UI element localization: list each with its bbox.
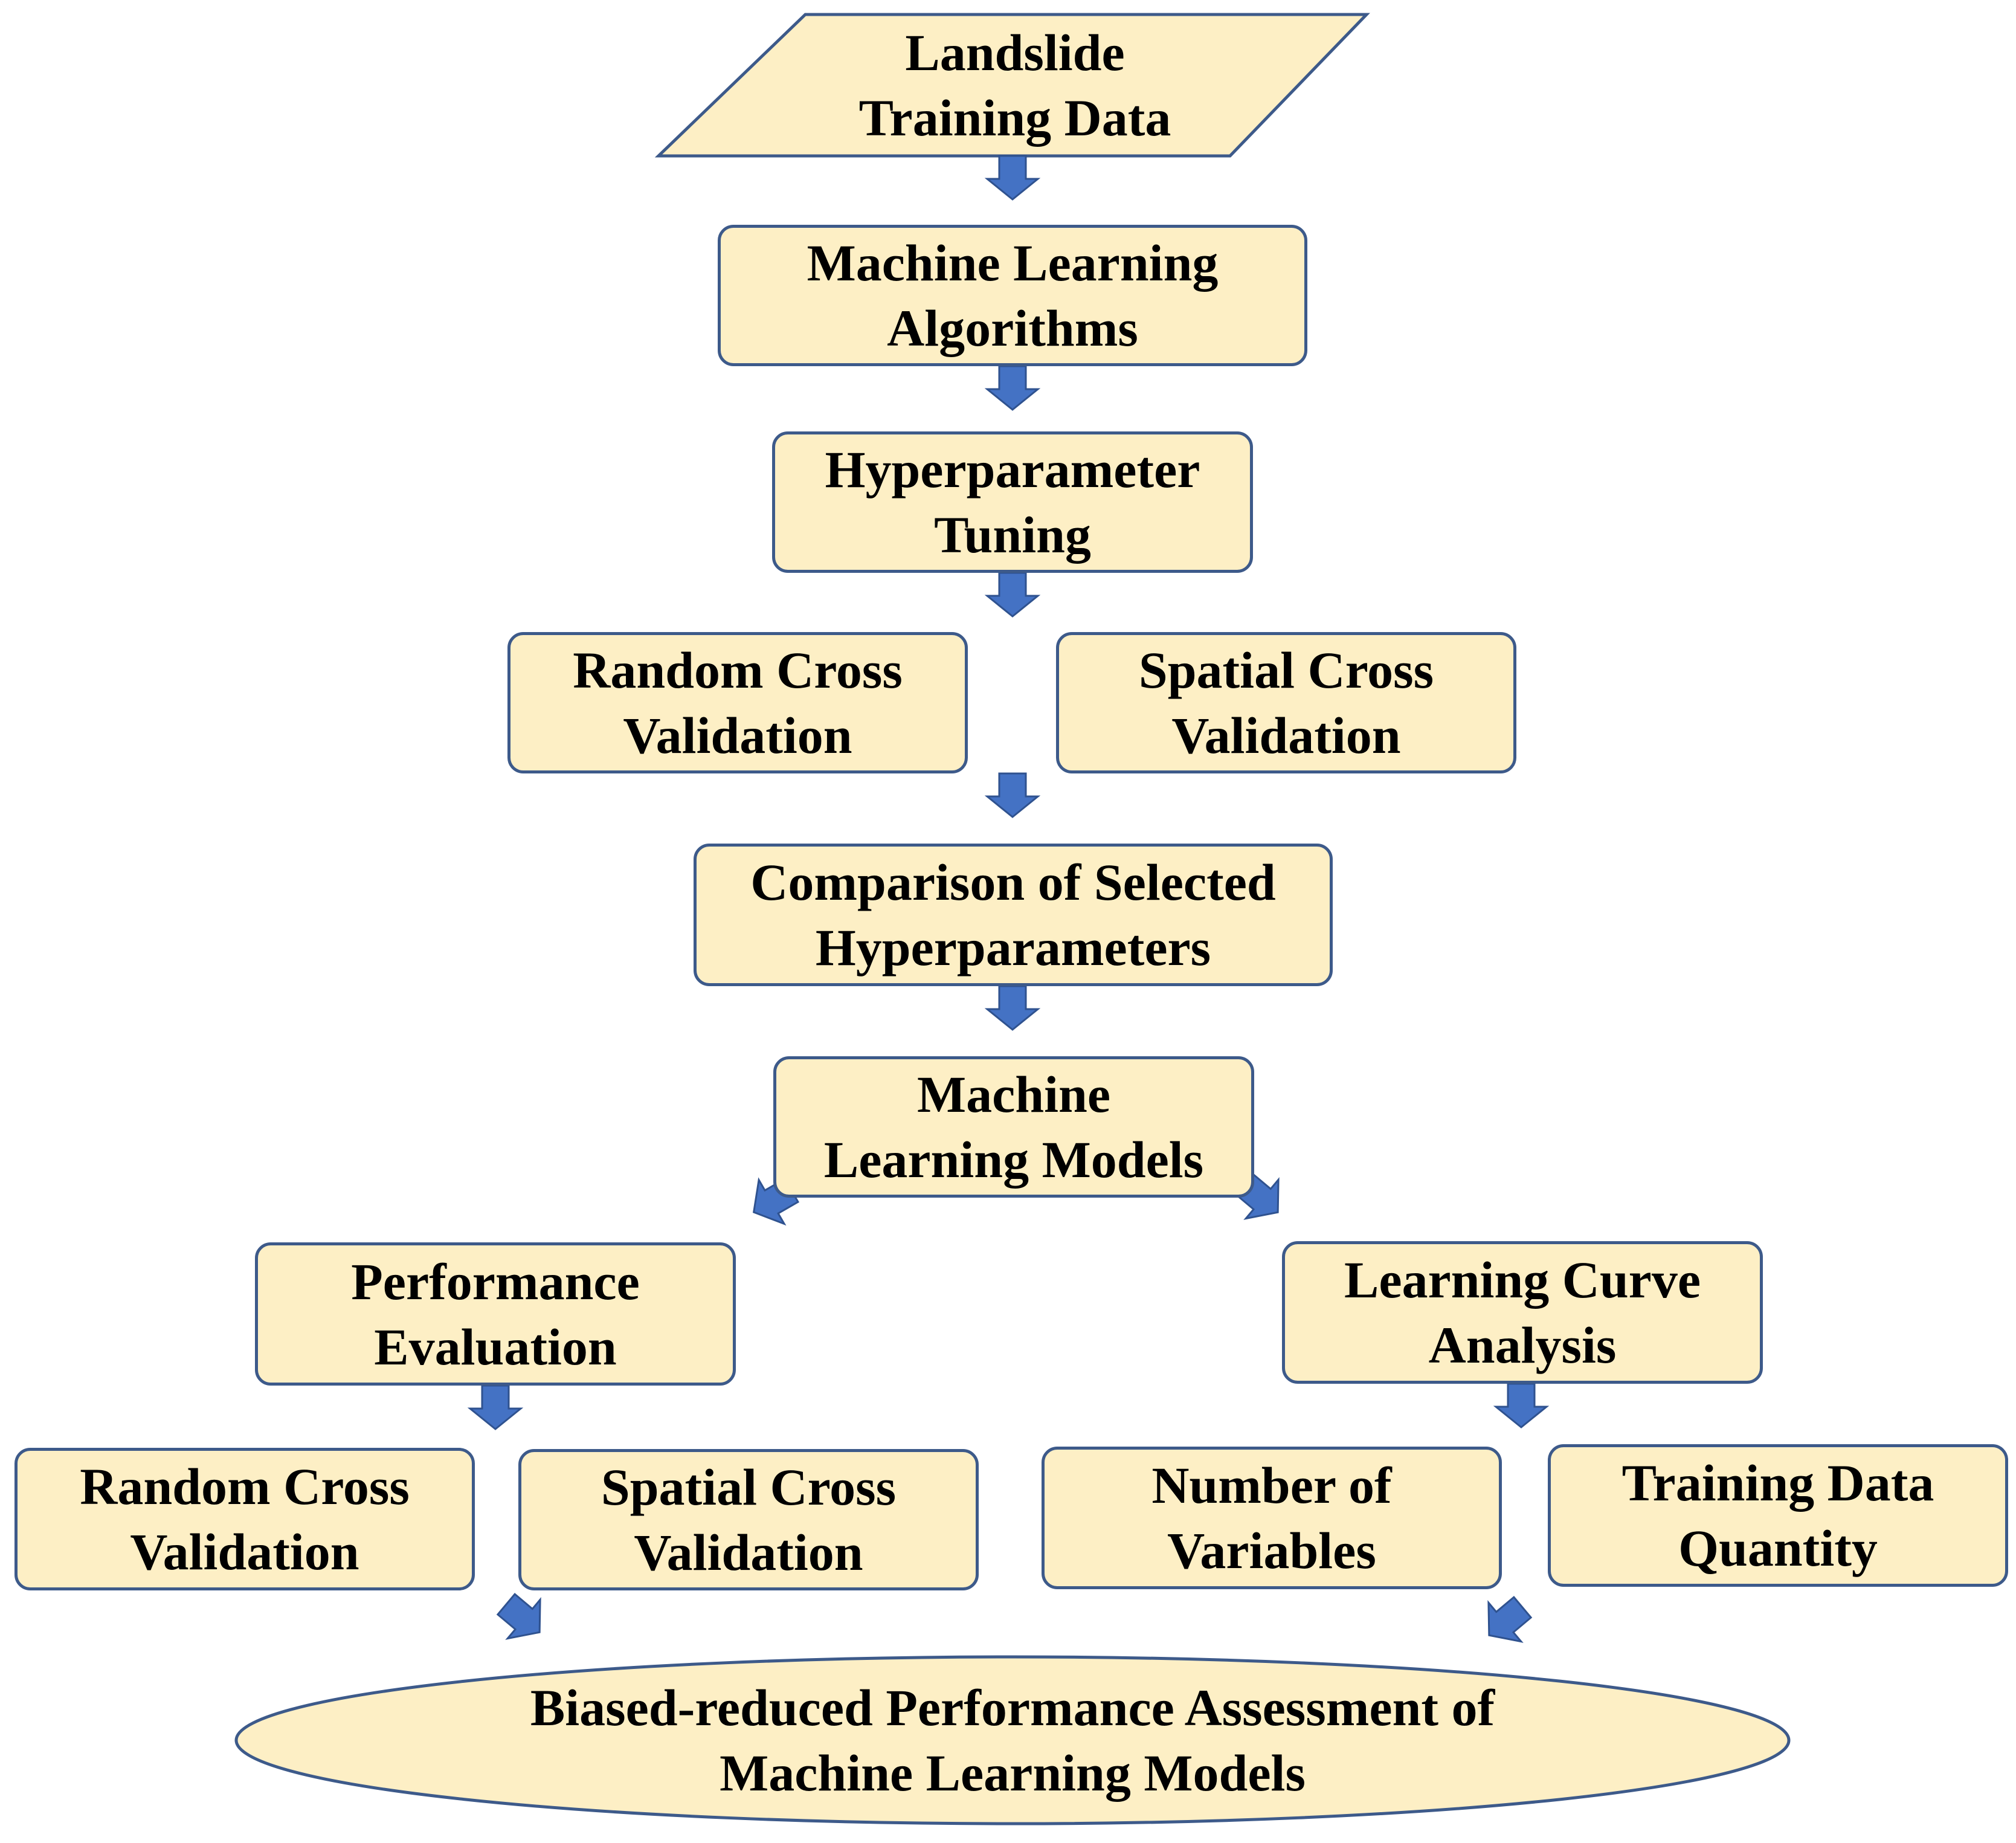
tuning-random-cv-box: Random Cross Validation [507, 632, 968, 773]
start-parallelogram [654, 13, 1370, 158]
result-node: Biased-reduced Performance Assessment of… [302, 1663, 1723, 1818]
num-variables-box: Number of Variables [1042, 1447, 1502, 1589]
hyperparameter-tuning-box: Hyperparameter Tuning [772, 431, 1253, 573]
hyperparameter-tuning-label: Hyperparameter Tuning [825, 441, 1200, 564]
performance-evaluation-box: Performance Evaluation [255, 1242, 736, 1386]
eval-random-cv-box: Random Cross Validation [14, 1448, 475, 1590]
arrow-diag-curve-to-result [1487, 1596, 1533, 1643]
arrow-down-3 [984, 572, 1041, 618]
arrow-down-learning-curve [1493, 1383, 1550, 1428]
ml-models-label: Machine Learning Models [823, 1065, 1204, 1189]
arrow-down-1 [984, 155, 1041, 201]
result-label: Biased-reduced Performance Assessment of… [530, 1679, 1495, 1802]
eval-spatial-cv-label: Spatial Cross Validation [601, 1458, 897, 1581]
training-quantity-label: Training Data Quantity [1621, 1454, 1934, 1577]
arrow-down-2 [984, 365, 1041, 411]
training-quantity-box: Training Data Quantity [1548, 1444, 2008, 1587]
arrow-down-5 [984, 985, 1041, 1031]
ml-algorithms-box: Machine Learning Algorithms [718, 225, 1307, 366]
ml-algorithms-label: Machine Learning Algorithms [807, 234, 1219, 357]
learning-curve-label: Learning Curve Analysis [1344, 1251, 1701, 1374]
start-label: Landslide Training Data [858, 24, 1171, 147]
result-ellipse [234, 1655, 1791, 1825]
tuning-random-cv-label: Random Cross Validation [573, 641, 903, 764]
eval-spatial-cv-box: Spatial Cross Validation [518, 1449, 979, 1590]
arrows [467, 155, 1550, 1643]
start-node: Landslide Training Data [713, 15, 1317, 156]
performance-evaluation-label: Performance Evaluation [351, 1252, 640, 1376]
comparison-box: Comparison of Selected Hyperparameters [694, 844, 1333, 986]
eval-random-cv-label: Random Cross Validation [80, 1457, 410, 1581]
ml-models-box: Machine Learning Models [773, 1056, 1254, 1198]
arrow-diag-eval-to-result [496, 1593, 541, 1640]
learning-curve-box: Learning Curve Analysis [1282, 1241, 1763, 1384]
tuning-spatial-cv-label: Spatial Cross Validation [1138, 641, 1434, 764]
num-variables-label: Number of Variables [1151, 1456, 1392, 1580]
tuning-spatial-cv-box: Spatial Cross Validation [1056, 632, 1516, 773]
comparison-label: Comparison of Selected Hyperparameters [750, 853, 1276, 976]
arrow-down-4 [984, 772, 1041, 818]
arrow-down-performance [467, 1384, 524, 1430]
